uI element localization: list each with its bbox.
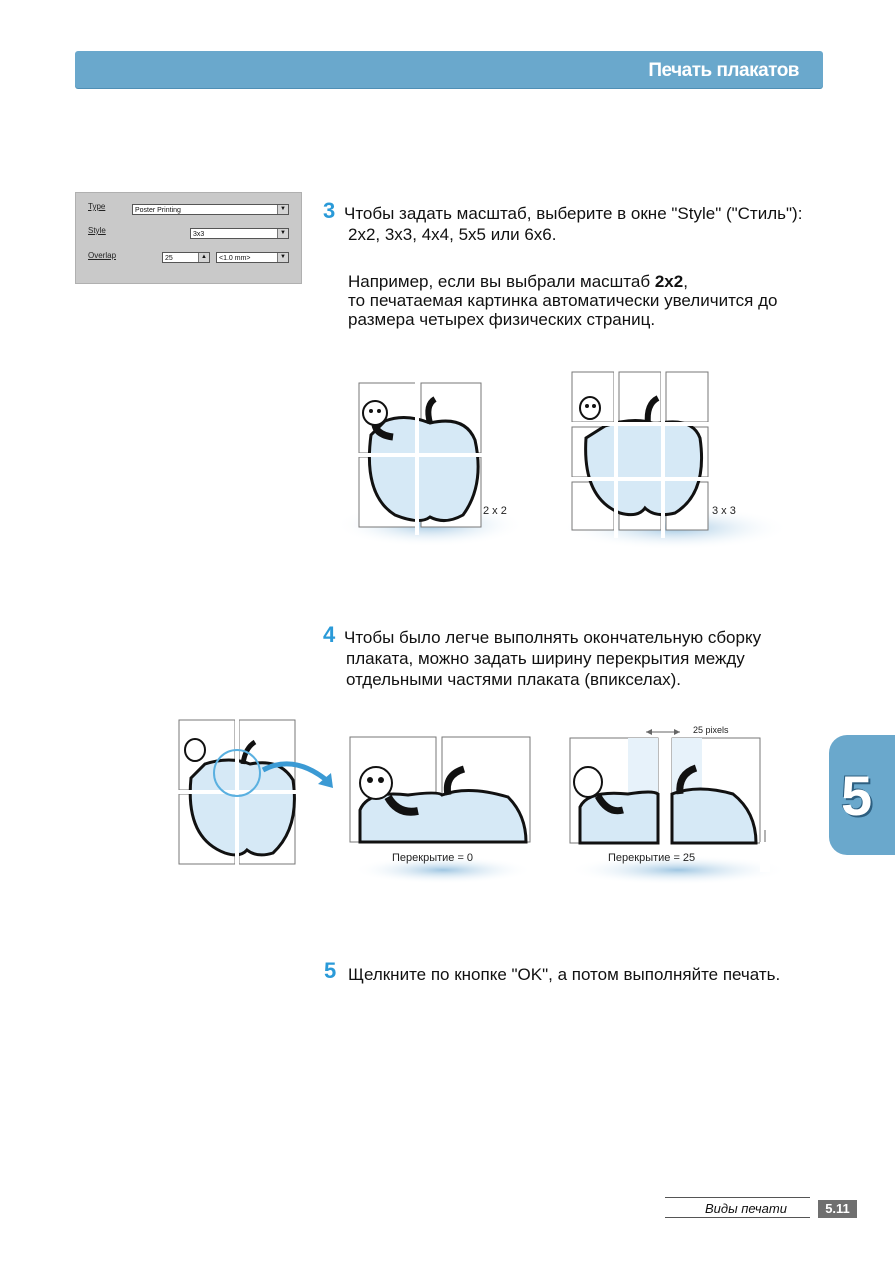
type-label: Type [88,202,106,211]
step-5-number: 5 [324,958,337,983]
step-3-number: 3 [323,198,336,223]
step-4-number: 4 [323,622,336,647]
example-line-2: то печатаемая картинка автоматически уве… [348,291,778,310]
scale-label-3x3: 3 x 3 [712,505,736,517]
overlap-spin[interactable]: 25 ▲ [162,252,210,263]
poster-settings-dialog: Type Poster Printing ▼ Style 3x3 ▼ Overl… [75,192,302,284]
overlap-value: 25 [165,255,173,262]
dropdown-arrow-icon[interactable]: ▼ [277,229,288,238]
style-select[interactable]: 3x3 ▼ [190,228,289,239]
footer-section: Виды печати [705,1201,787,1216]
page-number: 5.11 [818,1200,857,1218]
overlap-zero-figure [349,736,533,884]
poster-3x3-figure [560,368,790,550]
step-3-text: Чтобы задать масштаб, выберите в окне "S… [344,203,884,245]
dropdown-arrow-icon[interactable]: ▼ [277,253,288,262]
overlap-unit-value: <1.0 mm> [219,255,251,262]
step-5-text: Щелкните по кнопке "OK", а потом выполня… [348,965,781,984]
poster-2x2-figure [335,375,525,547]
example-bold: 2x2 [654,272,684,291]
step-3-line-1: Чтобы задать масштаб, выберите в окне "S… [344,204,803,223]
step-4-text: Чтобы было легче выполнять окончательную… [344,627,864,690]
step-4-line-1: Чтобы было легче выполнять окончательную… [344,628,762,647]
step-3-example: Например, если вы выбрали масштаб 2x2, т… [348,272,868,329]
overlap-unit-select[interactable]: <1.0 mm> ▼ [216,252,289,263]
step-4-line-2: плаката, можно задать ширину перекрытия … [346,649,745,668]
scale-label-2x2: 2 x 2 [483,505,507,517]
example-line-3: размера четырех физических страниц. [348,310,656,329]
chapter-tab: 5 [829,735,895,855]
footer-rule-top [665,1197,810,1198]
overlap-25-figure [568,729,788,885]
overlap-zero-label: Перекрытие = 0 [392,852,474,864]
overlap-pixels-label: 25 pixels [693,725,729,735]
style-value: 3x3 [193,231,205,238]
dropdown-arrow-icon[interactable]: ▼ [277,205,288,214]
header-bar: Печать плакатов [75,51,823,88]
style-label: Style [88,226,106,235]
spin-arrows-icon[interactable]: ▲ [198,253,209,262]
example-prefix: Например, если вы выбрали масштаб [348,272,655,291]
type-select[interactable]: Poster Printing ▼ [132,204,289,215]
chapter-number: 5 [841,764,873,827]
step-3-line-2: 2x2, 3x3, 4x4, 5x5 или 6x6. [348,225,557,244]
poster-assembly-figure [175,718,333,868]
overlap-25-label: Перекрытие = 25 [608,852,696,864]
footer-rule-bottom [665,1217,810,1218]
example-suffix: , [683,272,688,291]
type-value: Poster Printing [135,207,181,214]
overlap-label: Overlap [88,251,117,260]
page-title: Печать плакатов [648,60,799,81]
step-4-line-3: отдельными частями плаката (впикселах). [346,670,682,689]
